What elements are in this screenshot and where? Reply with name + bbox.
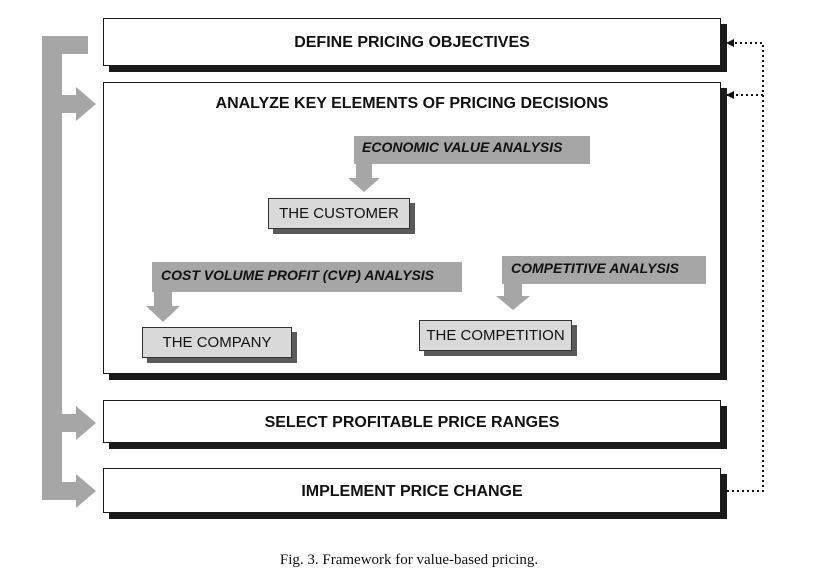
implement-price-change-label: IMPLEMENT PRICE CHANGE (301, 483, 523, 500)
left-bracket-arrow (42, 36, 96, 508)
cvp-analysis-arrow (146, 262, 462, 322)
define-objectives-box: DEFINE PRICING OBJECTIVES (103, 18, 721, 66)
feedback-dotted-line (726, 39, 764, 492)
figure-caption: Fig. 3. Framework for value-based pricin… (279, 552, 539, 568)
customer-node: THE CUSTOMER (268, 198, 410, 229)
economic-analysis-label: ECONOMIC VALUE ANALYSIS (362, 139, 563, 155)
analyze-elements-box: ANALYZE KEY ELEMENTS OF PRICING DECISION… (103, 82, 721, 374)
competitive-analysis-label: COMPETITIVE ANALYSIS (511, 260, 680, 276)
implement-price-change-box: IMPLEMENT PRICE CHANGE (103, 468, 721, 513)
economic-analysis-arrow (348, 136, 590, 192)
analyze-elements-label: ANALYZE KEY ELEMENTS OF PRICING DECISION… (215, 95, 609, 112)
select-price-ranges-box: SELECT PROFITABLE PRICE RANGES (103, 400, 721, 443)
cvp-analysis-label: COST VOLUME PROFIT (CVP) ANALYSIS (161, 267, 435, 283)
competitive-analysis-arrow (496, 256, 706, 310)
competition-node: THE COMPETITION (419, 320, 572, 351)
select-price-ranges-label: SELECT PROFITABLE PRICE RANGES (264, 414, 560, 431)
company-node: THE COMPANY (142, 327, 292, 358)
define-objectives-label: DEFINE PRICING OBJECTIVES (294, 34, 530, 51)
